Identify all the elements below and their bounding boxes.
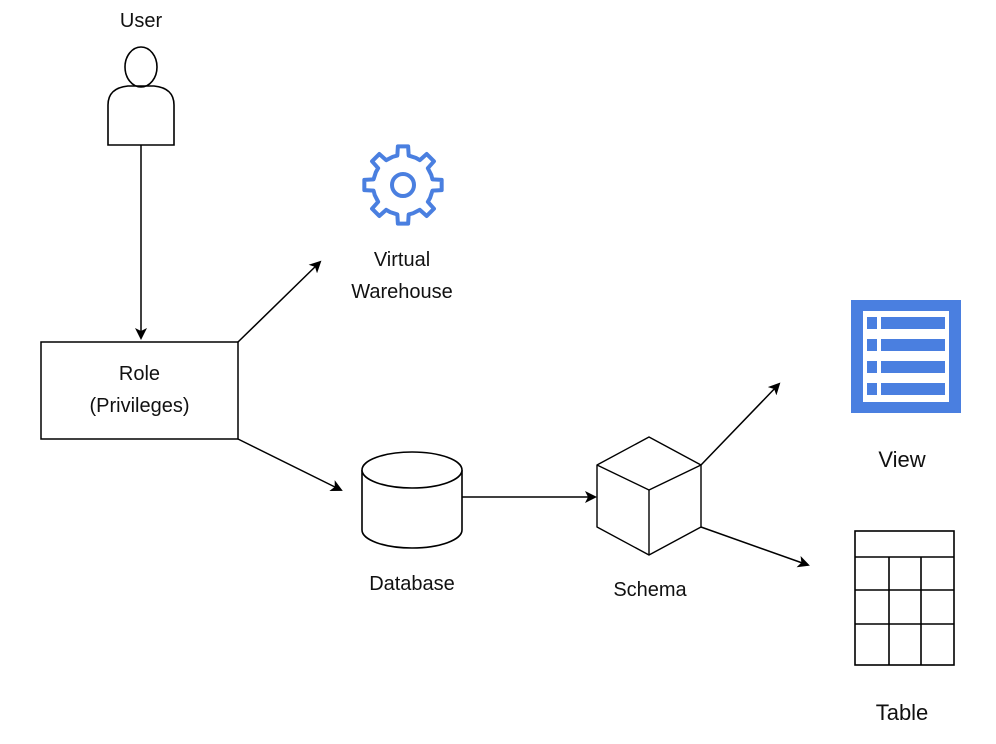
table-grid-icon <box>854 530 955 666</box>
table-label: Table <box>875 700 929 725</box>
database-cylinder-icon <box>361 451 463 549</box>
connector-schema-view <box>700 382 781 466</box>
warehouse-label-line1: Virtual <box>373 249 431 271</box>
role-box <box>40 341 239 440</box>
warehouse-label: Virtual Warehouse <box>322 244 482 308</box>
role-label-line2: (Privileges) <box>89 395 190 417</box>
connector-schema-table <box>700 526 810 568</box>
warehouse-label-line2: Warehouse <box>351 281 453 303</box>
schema-label: Schema <box>613 579 687 601</box>
database-label: Database <box>369 573 455 595</box>
connector-role-warehouse <box>237 260 322 343</box>
role-label: Role (Privileges) <box>41 358 238 422</box>
role-label-line1: Role <box>118 363 161 385</box>
cube-icon <box>596 436 702 556</box>
list-view-icon <box>851 300 961 413</box>
view-label: View <box>878 447 926 472</box>
user-label: User <box>119 10 163 32</box>
gear-icon <box>362 144 444 226</box>
user-icon <box>107 46 175 146</box>
connector-role-database <box>237 438 343 491</box>
